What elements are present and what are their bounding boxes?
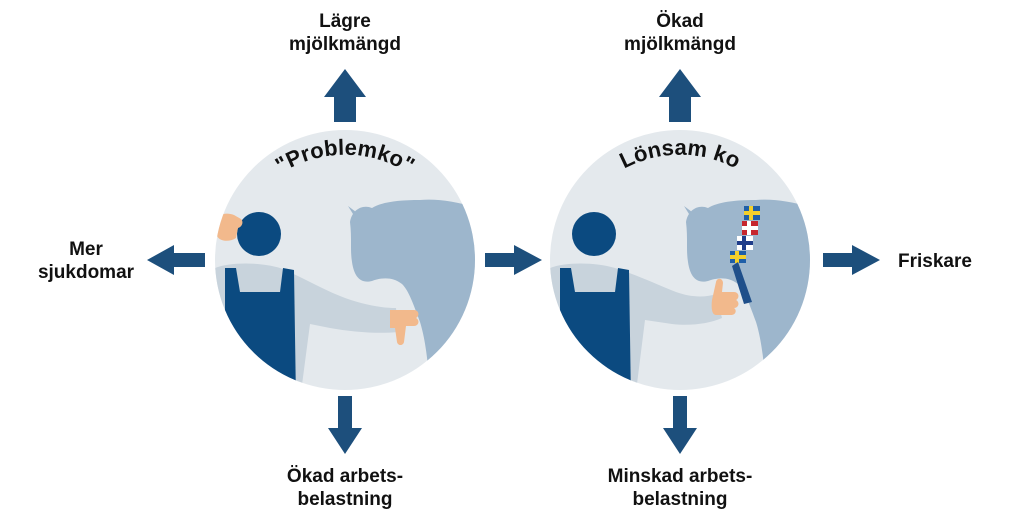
effect-label-top: Ökad mjölkmängd xyxy=(624,11,736,55)
effect-label-bottom: Ökad arbets- belastning xyxy=(286,466,404,510)
arrow-left-icon xyxy=(147,245,205,275)
arrow-right-icon xyxy=(823,245,880,275)
arrow-down-icon xyxy=(663,396,697,454)
cow-ear xyxy=(684,206,696,222)
arrow-up-icon xyxy=(659,69,701,122)
problem-cow-scene: "Problemko" xyxy=(215,130,475,390)
arrow-up-icon xyxy=(324,69,366,122)
thumbs-down-hand xyxy=(390,310,419,345)
farmer-head xyxy=(572,212,616,256)
farmer-head xyxy=(237,212,281,256)
arrow-right-icon xyxy=(485,245,542,275)
profitable-cow-scene: Lönsam ko xyxy=(550,130,810,390)
effect-label-side: Mer sjukdomar xyxy=(37,239,135,283)
effect-label-top: Lägre mjölkmängd xyxy=(289,11,401,55)
effect-label-bottom: Minskad arbets- belastning xyxy=(607,466,753,510)
effect-label-side: Friskare xyxy=(898,251,972,272)
arrow-down-icon xyxy=(328,396,362,454)
nordic-flag-scarf xyxy=(730,206,760,304)
cow-ear xyxy=(348,206,360,222)
arrows xyxy=(147,69,880,454)
hand-scratching-head xyxy=(216,213,243,241)
thumbs-up-hand xyxy=(711,278,739,315)
